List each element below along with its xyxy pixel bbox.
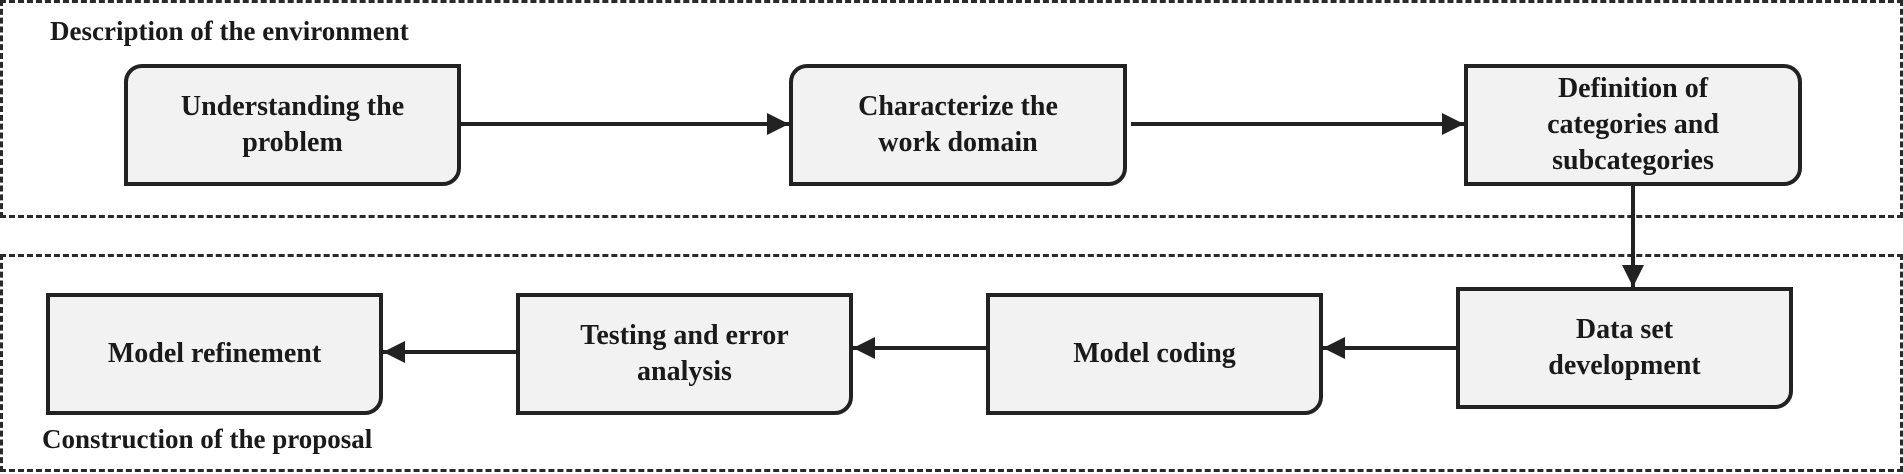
node-testing-label: Testing and error analysis — [580, 320, 789, 387]
node-refinement: Model refinement — [46, 293, 383, 415]
node-coding: Model coding — [986, 293, 1323, 415]
region-environment-label: Description of the environment — [50, 16, 409, 46]
arrowhead-testing — [853, 337, 875, 359]
arrowhead-definition — [1442, 113, 1464, 135]
node-understanding: Understanding the problem — [124, 64, 461, 186]
arrowhead-characterize — [767, 113, 789, 135]
region-proposal — [0, 254, 1903, 472]
node-characterize-label: Characterize the work domain — [858, 91, 1058, 158]
node-coding-label: Model coding — [1073, 338, 1236, 369]
arrowhead-coding — [1323, 337, 1345, 359]
node-understanding-label: Understanding the problem — [180, 91, 405, 158]
node-characterize: Characterize the work domain — [789, 64, 1127, 186]
region-environment — [0, 0, 1903, 218]
node-dataset: Data set development — [1456, 287, 1793, 409]
node-dataset-label: Data set development — [1548, 314, 1701, 381]
arrowhead-refinement — [383, 341, 405, 363]
arrowhead-dataset — [1622, 265, 1644, 287]
node-refinement-label: Model refinement — [107, 338, 322, 369]
node-definition-label: Definition of categories and subcategori… — [1547, 73, 1719, 176]
region-proposal-label: Construction of the proposal — [42, 424, 373, 454]
node-testing: Testing and error analysis — [516, 293, 853, 415]
node-definition: Definition of categories and subcategori… — [1464, 64, 1802, 186]
